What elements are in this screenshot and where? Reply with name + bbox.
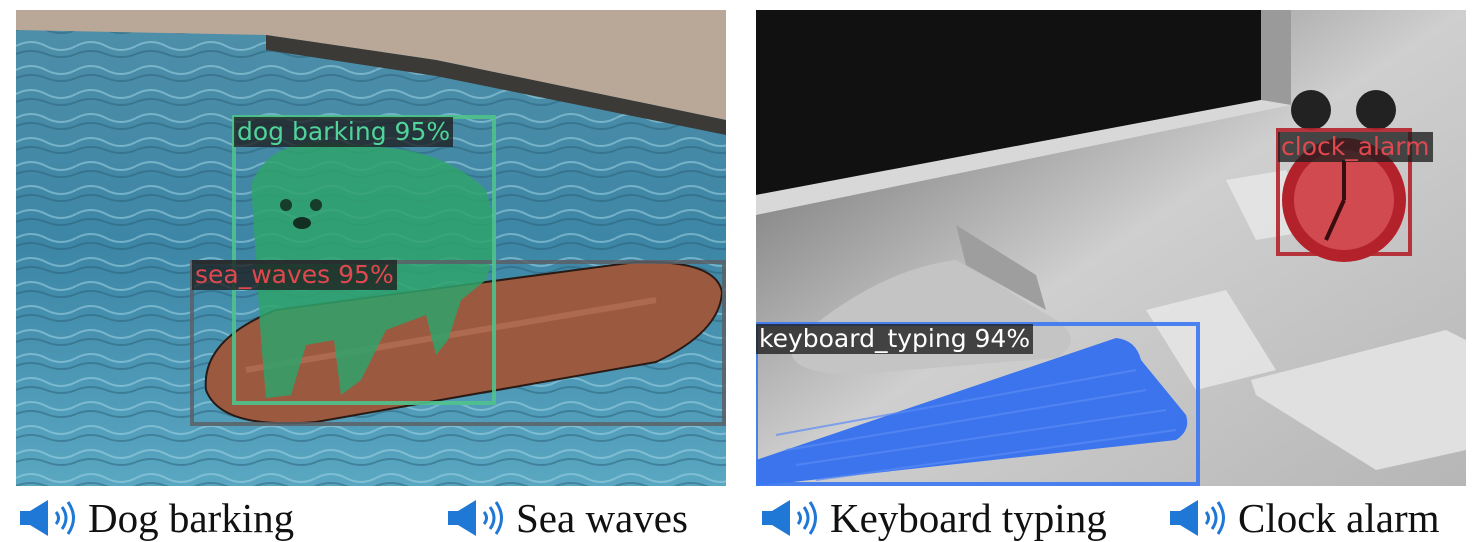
speaker-icon bbox=[762, 500, 817, 536]
caption-text: Dog barking bbox=[88, 495, 295, 541]
speaker-icon bbox=[20, 500, 75, 536]
caption-keyboard-typing: Keyboard typing bbox=[760, 494, 1107, 542]
speaker-icon bbox=[1170, 500, 1225, 536]
dog-barking-label: dog barking 95% bbox=[234, 117, 454, 147]
pool-scene bbox=[16, 10, 726, 486]
desk-scene bbox=[756, 10, 1466, 486]
dog-pool-photo: dog barking 95% sea_waves 95% bbox=[16, 10, 726, 486]
caption-text: Keyboard typing bbox=[830, 495, 1107, 541]
speaker-icon bbox=[448, 500, 503, 536]
clock-alarm-label: clock_alarm bbox=[1278, 132, 1433, 162]
desk-photo: clock_alarm keyboard_typing 94% bbox=[756, 10, 1466, 486]
caption-sea-waves: Sea waves bbox=[446, 494, 688, 542]
sea-waves-label: sea_waves 95% bbox=[192, 260, 397, 290]
caption-clock-alarm: Clock alarm bbox=[1168, 494, 1440, 542]
caption-text: Clock alarm bbox=[1238, 495, 1440, 541]
caption-dog-barking: Dog barking bbox=[18, 494, 294, 542]
caption-text: Sea waves bbox=[516, 495, 688, 541]
keyboard-typing-label: keyboard_typing 94% bbox=[756, 324, 1034, 354]
